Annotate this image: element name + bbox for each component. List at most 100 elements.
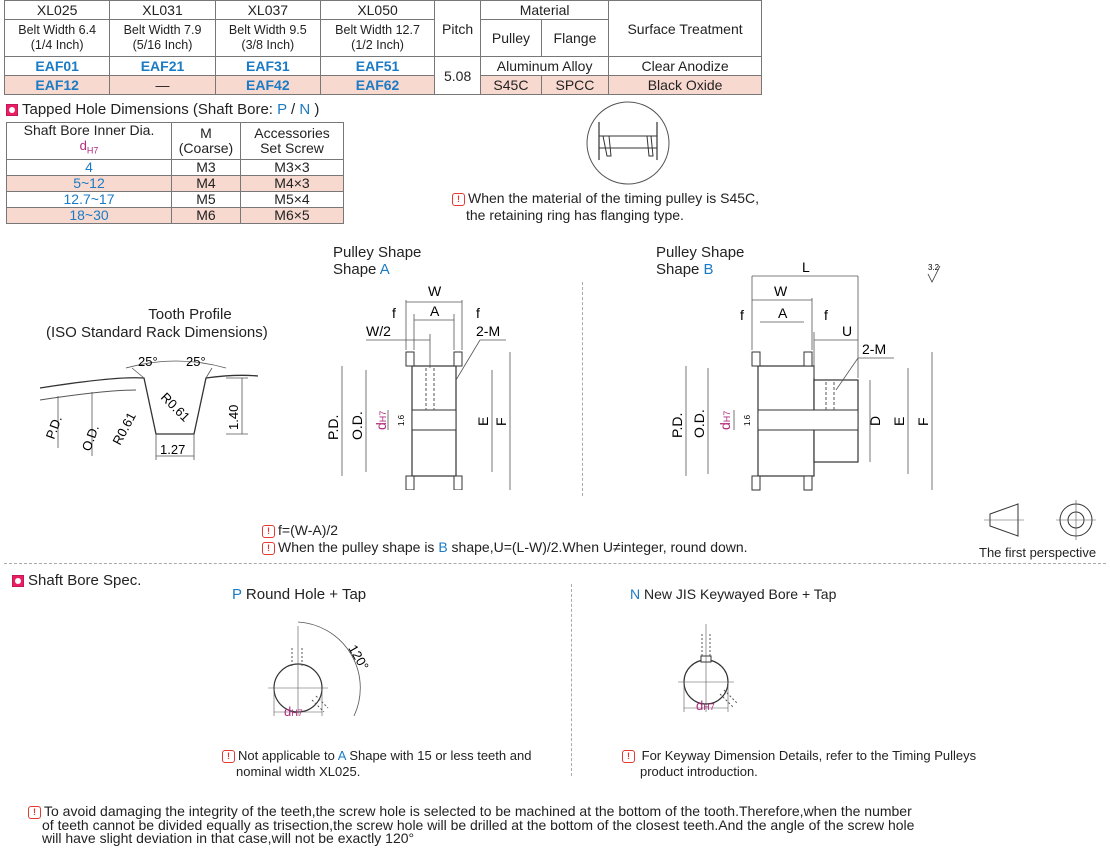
tapped-table: Shaft Bore Inner Dia.dH7 M(Coarse) Acces… xyxy=(6,122,344,224)
shape-b-drawing: L W A f f U 2-M P.D. O.D. dH7 1.6 D E F … xyxy=(669,262,941,491)
radius-label: R0.61 xyxy=(158,390,193,425)
belt-width-cell: Belt Width 12.7(1/2 Inch) xyxy=(319,19,436,57)
part-code: EAF31 xyxy=(214,56,321,76)
model-header: XL050 xyxy=(319,0,436,20)
w-label: W xyxy=(428,283,442,299)
tooth-profile-subtitle: (ISO Standard Rack Dimensions) xyxy=(46,324,268,341)
part-code: EAF62 xyxy=(319,75,436,95)
part-code: EAF12 xyxy=(3,75,111,95)
w2-label: W/2 xyxy=(366,323,391,339)
material-header: Material xyxy=(480,0,610,20)
model-header: XL031 xyxy=(109,0,216,20)
warning-icon: ! xyxy=(622,750,635,763)
f-label: f xyxy=(392,305,396,321)
warning-icon: ! xyxy=(222,750,235,763)
bore-dia-cell: 4 xyxy=(6,158,172,176)
spec-table: XL025 XL031 XL037 XL050 Pitch Material S… xyxy=(3,0,762,95)
section-marker-icon xyxy=(6,103,18,116)
a-label: A xyxy=(778,305,788,321)
p-bore-note: !Not applicable to A Shape with 15 or le… xyxy=(222,748,531,780)
part-code: — xyxy=(109,75,216,95)
f-label: f xyxy=(740,307,744,323)
l-label: L xyxy=(802,262,810,275)
pd-label: P.D. xyxy=(325,415,341,440)
e-label: E xyxy=(475,417,491,426)
belt-width-cell: Belt Width 9.5(3/8 Inch) xyxy=(214,19,321,57)
f-label: f xyxy=(824,307,828,323)
model-header: XL037 xyxy=(214,0,321,20)
od-label: O.D. xyxy=(691,409,707,438)
a-label: A xyxy=(430,303,440,319)
warning-icon: ! xyxy=(262,525,275,538)
set-screw-cell: M5×4 xyxy=(240,190,344,208)
w-label: W xyxy=(774,283,788,299)
radius-label: R0.61 xyxy=(109,410,139,448)
bore-dia-cell: 12.7~17 xyxy=(6,190,172,208)
base-label: 1.27 xyxy=(160,442,185,457)
keyway-bore-drawing: dH7 xyxy=(678,624,739,713)
angle-right-label: 25° xyxy=(186,354,206,369)
angle-left-label: 25° xyxy=(138,354,158,369)
d-label: dH7 xyxy=(373,411,389,430)
round-hole-drawing: 120° dH7 xyxy=(268,621,372,719)
surface-header: Surface Treatment xyxy=(608,0,762,57)
warning-icon: ! xyxy=(262,542,275,555)
roughness-label: 1.6 xyxy=(397,414,406,426)
roughness-label: 1.6 xyxy=(743,414,752,426)
d-label: dH7 xyxy=(284,704,303,719)
m-cell: M6 xyxy=(171,206,241,224)
d-label: dH7 xyxy=(717,411,733,430)
m-label: 2-M xyxy=(862,341,886,357)
set-screw-cell: M6×5 xyxy=(240,206,344,224)
set-screw-cell: M4×3 xyxy=(240,174,344,192)
warning-icon: ! xyxy=(28,806,41,819)
first-perspective-icon xyxy=(984,500,1096,540)
f-dim-label: F xyxy=(915,417,931,426)
od-label: O.D. xyxy=(349,411,365,440)
flange-header: Flange xyxy=(540,19,610,57)
pitch-header: Pitch xyxy=(434,0,482,57)
m-label: 2-M xyxy=(476,323,500,339)
bore-dia-cell: 18~30 xyxy=(6,206,172,224)
f-label: f xyxy=(476,305,480,321)
part-code: EAF51 xyxy=(319,56,436,76)
height-label: 1.40 xyxy=(226,405,241,430)
bore-dia-header: Shaft Bore Inner Dia.dH7 xyxy=(6,122,172,160)
m-cell: M5 xyxy=(171,190,241,208)
belt-width-cell: Belt Width 7.9(5/16 Inch) xyxy=(109,19,216,57)
angle-label: 120° xyxy=(345,642,371,673)
n-bore-title: N New JIS Keywayed Bore + Tap xyxy=(630,586,837,602)
pulley-value: S45C xyxy=(480,75,542,95)
section-marker-icon xyxy=(12,574,24,587)
shape-a-title: Pulley Shape Shape A xyxy=(333,244,422,278)
pd-label: P.D. xyxy=(669,413,685,438)
d-dim-label: D xyxy=(867,416,883,426)
shape-b-title: Pulley Shape Shape B xyxy=(656,244,745,278)
perspective-label: The first perspective xyxy=(979,545,1097,560)
tapped-title: Tapped Hole Dimensions (Shaft Bore: P / … xyxy=(6,101,319,118)
part-code: EAF42 xyxy=(214,75,321,95)
divider xyxy=(582,282,583,496)
pitch-value: 5.08 xyxy=(434,56,482,95)
surface-value: Black Oxide xyxy=(608,75,762,95)
pulley-header: Pulley xyxy=(480,19,542,57)
e-label: E xyxy=(891,417,907,426)
warning-icon: ! xyxy=(452,193,465,206)
m-cell: M3 xyxy=(171,158,241,176)
material-value: Aluminum Alloy xyxy=(480,56,610,76)
shape-a-drawing: W A f f W/2 2-M P.D. O.D. dH7 1.6 E F xyxy=(325,283,511,490)
belt-width-cell: Belt Width 6.4(1/4 Inch) xyxy=(3,19,111,57)
model-header: XL025 xyxy=(3,0,111,20)
m-cell: M4 xyxy=(171,174,241,192)
n-bore-note: ! For Keyway Dimension Details, refer to… xyxy=(622,748,976,780)
tooth-profile-drawing: 25° 25° R0.61 R0.61 1.40 1.27 P.D. O.D. xyxy=(39,354,259,460)
shaft-bore-title: Shaft Bore Spec. xyxy=(12,572,141,589)
roughness-symbol-label: 3.2 xyxy=(928,263,940,272)
u-label: U xyxy=(842,323,852,339)
retaining-note: !When the material of the timing pulley … xyxy=(452,190,759,224)
part-code: EAF21 xyxy=(109,56,216,76)
p-bore-title: P Round Hole + Tap xyxy=(232,586,367,603)
flange-value: SPCC xyxy=(540,75,610,95)
divider xyxy=(571,584,572,776)
m-header: M(Coarse) xyxy=(171,122,241,160)
